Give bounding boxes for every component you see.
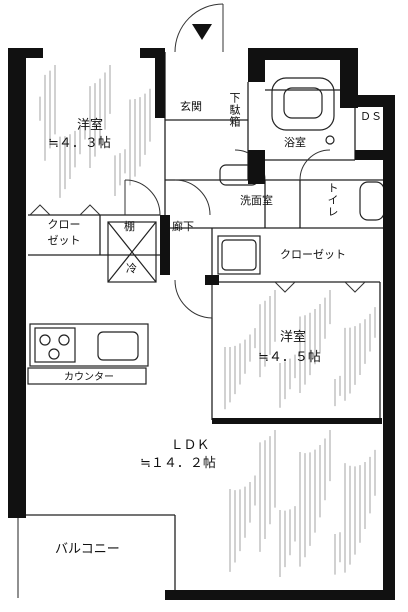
closet2-label: クローゼット xyxy=(280,248,346,261)
room-western1-name: 洋室 xyxy=(76,118,103,133)
toilet-label: トイレ xyxy=(326,182,339,218)
room-western2-area: ≒４．５帖 xyxy=(258,350,321,365)
entrance-label: 玄関 xyxy=(180,100,202,113)
door-swings xyxy=(124,3,331,319)
closet1-line1: クロー xyxy=(47,218,81,231)
fridge-label: 冷 xyxy=(126,262,137,275)
closet1-line2: ゼット xyxy=(47,234,81,247)
balcony-label: バルコニー xyxy=(55,542,120,557)
counter-label: カウンター xyxy=(64,372,114,383)
shelf-label: 棚 xyxy=(124,220,135,233)
interior-partitions xyxy=(18,52,395,598)
closet-markers xyxy=(29,204,366,293)
room-western2-name: 洋室 xyxy=(279,330,306,345)
fixtures xyxy=(27,77,385,385)
exterior-walls xyxy=(8,48,395,600)
shoe-box-label: 下駄箱 xyxy=(228,92,241,128)
floor-hatching xyxy=(39,65,376,578)
ldk-name: ＬＤＫ xyxy=(170,438,210,453)
entrance-arrow-icon xyxy=(192,24,212,40)
washroom-label: 洗面室 xyxy=(240,194,273,207)
ldk-area: ≒１４．２帖 xyxy=(140,456,216,471)
bathroom-label: 浴室 xyxy=(284,136,306,149)
hallway-label: 廊下 xyxy=(172,220,194,233)
ds-label: ＤＳ xyxy=(360,110,382,123)
room-western1-area: ≒４．３帖 xyxy=(48,136,111,151)
